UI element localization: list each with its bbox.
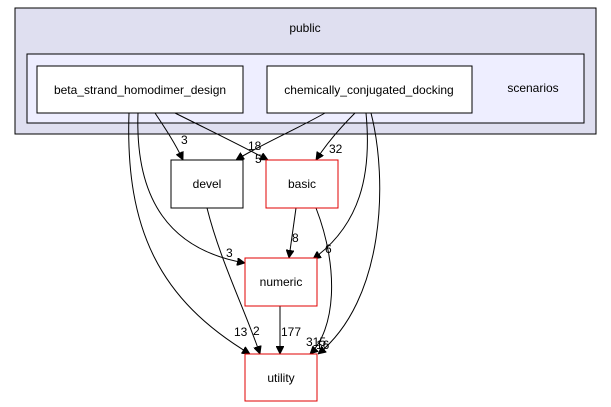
node-numeric-label: numeric bbox=[260, 275, 303, 289]
node-basic[interactable]: basic bbox=[265, 159, 339, 209]
edge-chem-utility bbox=[318, 112, 381, 354]
node-beta-strand-homodimer-design[interactable]: beta_strand_homodimer_design bbox=[36, 65, 244, 114]
node-utility-box bbox=[244, 353, 318, 402]
node-numeric[interactable]: numeric bbox=[244, 257, 318, 307]
node-basic-label: basic bbox=[288, 177, 316, 191]
edge-label-beta-devel: 3 bbox=[181, 133, 188, 147]
edge-beta-utility bbox=[128, 112, 250, 354]
edge-beta-basic bbox=[174, 112, 268, 161]
cluster-scenarios-label: scenarios bbox=[507, 81, 558, 95]
edge-label-chem-numeric: 6 bbox=[325, 242, 332, 256]
edge-label-basic-numeric: 8 bbox=[292, 231, 299, 245]
edge-label-chem-utility: 16 bbox=[316, 338, 330, 352]
edge-label-numeric-utility: 177 bbox=[281, 325, 301, 339]
node-devel-box bbox=[170, 159, 244, 209]
node-numeric-box bbox=[244, 257, 318, 307]
edge-label-basic-utility: 315 bbox=[306, 335, 326, 349]
node-chemically-conjugated-docking[interactable]: chemically_conjugated_docking bbox=[266, 65, 473, 114]
node-chem-box bbox=[266, 65, 473, 114]
node-basic-box bbox=[265, 159, 339, 209]
edge-beta-numeric bbox=[137, 112, 245, 263]
node-utility[interactable]: utility bbox=[244, 353, 318, 402]
edge-label-beta-basic: 18 bbox=[248, 139, 262, 153]
edge-label-chem-basic: 32 bbox=[329, 142, 343, 156]
edge-beta-devel bbox=[154, 112, 183, 160]
cluster-public-label: public bbox=[289, 21, 320, 35]
edge-label-chem-devel: 5 bbox=[255, 152, 262, 166]
edge-basic-utility bbox=[310, 207, 333, 354]
node-beta-box bbox=[36, 65, 244, 114]
node-beta-label: beta_strand_homodimer_design bbox=[54, 83, 226, 97]
node-devel[interactable]: devel bbox=[170, 159, 244, 209]
node-chem-label: chemically_conjugated_docking bbox=[284, 83, 453, 97]
node-devel-label: devel bbox=[193, 177, 222, 191]
edges: 3 18 5 32 6 3 8 13 2 177 315 16 bbox=[128, 112, 381, 354]
edge-basic-numeric bbox=[289, 207, 297, 258]
edge-label-devel-utility: 2 bbox=[253, 324, 260, 338]
edge-devel-utility bbox=[206, 207, 260, 354]
edge-chem-basic bbox=[316, 112, 356, 160]
edge-label-beta-numeric: 3 bbox=[226, 246, 233, 260]
edge-chem-devel bbox=[236, 112, 326, 160]
edge-chem-numeric bbox=[313, 112, 368, 259]
node-utility-label: utility bbox=[267, 371, 294, 385]
edge-label-beta-utility: 13 bbox=[234, 325, 248, 339]
